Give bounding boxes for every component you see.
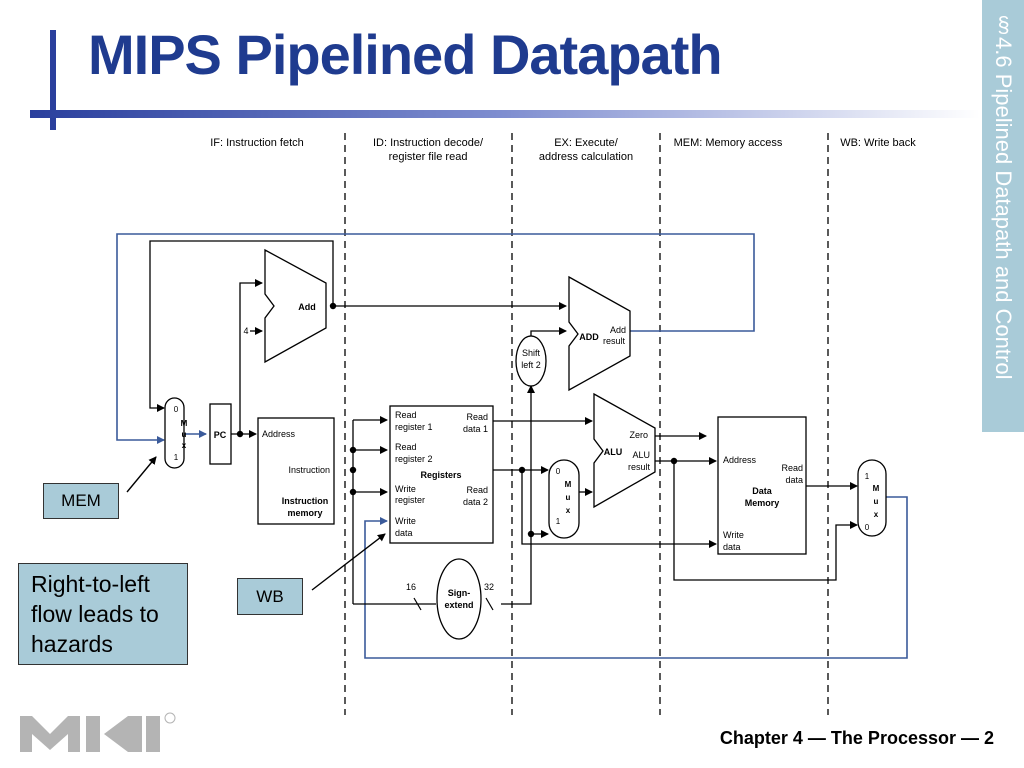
hazard-line-3: hazards <box>31 631 113 657</box>
bus-width-ticks <box>413 597 494 611</box>
adder-constant-label: 4 <box>243 326 248 336</box>
stage-dividers <box>344 133 829 715</box>
imem-title-1: Instruction <box>282 496 329 506</box>
hazard-callout: Right-to-left flow leads to hazards <box>18 563 188 665</box>
alu-mux-m: M <box>565 480 572 489</box>
bits-out-label: 32 <box>484 582 494 592</box>
reg-read1-a: Read <box>395 410 417 420</box>
imem-address-label: Address <box>262 429 296 439</box>
bits-in-label: 16 <box>406 582 416 592</box>
imem-instruction-label: Instruction <box>288 465 330 475</box>
pc-label: PC <box>214 430 227 440</box>
data-memory <box>717 416 807 555</box>
stage-label-if: IF: Instruction fetch <box>210 137 304 149</box>
branch-adder-label: ADD <box>579 332 599 342</box>
wb-mux-x: x <box>874 510 879 519</box>
alu-mux-x: x <box>566 506 571 515</box>
reg-rdata2-b: data 2 <box>463 497 488 507</box>
sign-extend-label-1: Sign- <box>448 588 471 598</box>
feedback-wires <box>116 233 908 659</box>
reg-write-b: register <box>395 495 425 505</box>
alu-mux-in1: 1 <box>556 517 561 526</box>
dmem-write-label-2: data <box>723 542 741 552</box>
reg-rdata1-b: data 1 <box>463 424 488 434</box>
pc-mux-in1: 1 <box>174 453 179 462</box>
stage-label-id: ID: Instruction decode/ <box>373 137 484 149</box>
stage-label-id-2: register file read <box>389 151 468 163</box>
section-label: §4.6 Pipelined Datapath and Control <box>991 12 1016 380</box>
title-underline <box>30 110 980 118</box>
registers-title: Registers <box>420 470 461 480</box>
dmem-address-label: Address <box>723 455 757 465</box>
pc-mux-u: u <box>182 430 187 439</box>
pc-adder-label: Add <box>298 302 316 312</box>
hazard-line-2: flow leads to <box>31 601 159 627</box>
title-accent-bar <box>50 30 56 130</box>
reg-read2-b: register 2 <box>395 454 433 464</box>
reg-read1-b: register 1 <box>395 422 433 432</box>
add-result-label-2: result <box>603 336 626 346</box>
alu <box>593 392 656 509</box>
stage-label-mem: MEM: Memory access <box>674 137 783 149</box>
alu-label: ALU <box>604 447 623 457</box>
alu-result-label-1: ALU <box>632 450 650 460</box>
alu-result-label-2: result <box>628 462 651 472</box>
stage-label-ex-2: address calculation <box>539 151 633 163</box>
hazard-line-1: Right-to-left <box>31 571 150 597</box>
alu-mux-in0: 0 <box>556 467 561 476</box>
stage-label-wb: WB: Write back <box>840 137 916 149</box>
reg-write-a: Write <box>395 484 416 494</box>
alu-src-mux <box>548 459 580 539</box>
reg-wdata-a: Write <box>395 516 416 526</box>
datapath-wires <box>149 240 858 605</box>
pc-mux-in0: 0 <box>174 405 179 414</box>
reg-rdata1-a: Read <box>466 412 488 422</box>
shift-label-2: left 2 <box>521 360 541 370</box>
wb-mux-in0: 0 <box>865 523 870 532</box>
slide-title: MIPS Pipelined Datapath <box>88 23 723 86</box>
dmem-read-label-2: data <box>785 475 803 485</box>
imem-title-2: memory <box>287 508 322 518</box>
branch-adder <box>568 275 631 392</box>
alu-zero-label: Zero <box>629 430 648 440</box>
writeback-mux <box>857 459 887 537</box>
sign-extend <box>436 558 482 640</box>
dmem-read-label-1: Read <box>781 463 803 473</box>
wb-mux-in1: 1 <box>865 472 870 481</box>
shift-left-2 <box>515 335 547 387</box>
add-result-label-1: Add <box>610 325 626 335</box>
dmem-title-2: Memory <box>745 498 780 508</box>
register-file <box>389 405 494 544</box>
shift-label-1: Shift <box>522 348 541 358</box>
wb-mux-u: u <box>874 497 879 506</box>
slide-footer: Chapter 4 — The Processor — 2 <box>719 728 994 748</box>
sign-extend-label-2: extend <box>444 600 473 610</box>
pc-mux-x: x <box>182 441 187 450</box>
alu-mux-u: u <box>566 493 571 502</box>
pc-adder <box>264 248 327 364</box>
reg-rdata2-a: Read <box>466 485 488 495</box>
dmem-title-1: Data <box>752 486 773 496</box>
publisher-logo <box>20 712 176 752</box>
wb-mux-m: M <box>873 484 880 493</box>
reg-wdata-b: data <box>395 528 413 538</box>
junction-dots <box>236 302 678 538</box>
pc-mux-m: M <box>181 419 188 428</box>
instruction-memory <box>257 417 335 525</box>
pc-mux <box>164 397 185 469</box>
dmem-write-label-1: Write <box>723 530 744 540</box>
stage-label-ex: EX: Execute/ <box>554 137 619 149</box>
reg-read2-a: Read <box>395 442 417 452</box>
mem-callout: MEM <box>43 483 119 519</box>
wb-callout: WB <box>237 578 303 615</box>
program-counter <box>209 403 232 465</box>
callout-arrows <box>126 456 386 591</box>
section-sidebar: §4.6 Pipelined Datapath and Control <box>982 0 1024 432</box>
